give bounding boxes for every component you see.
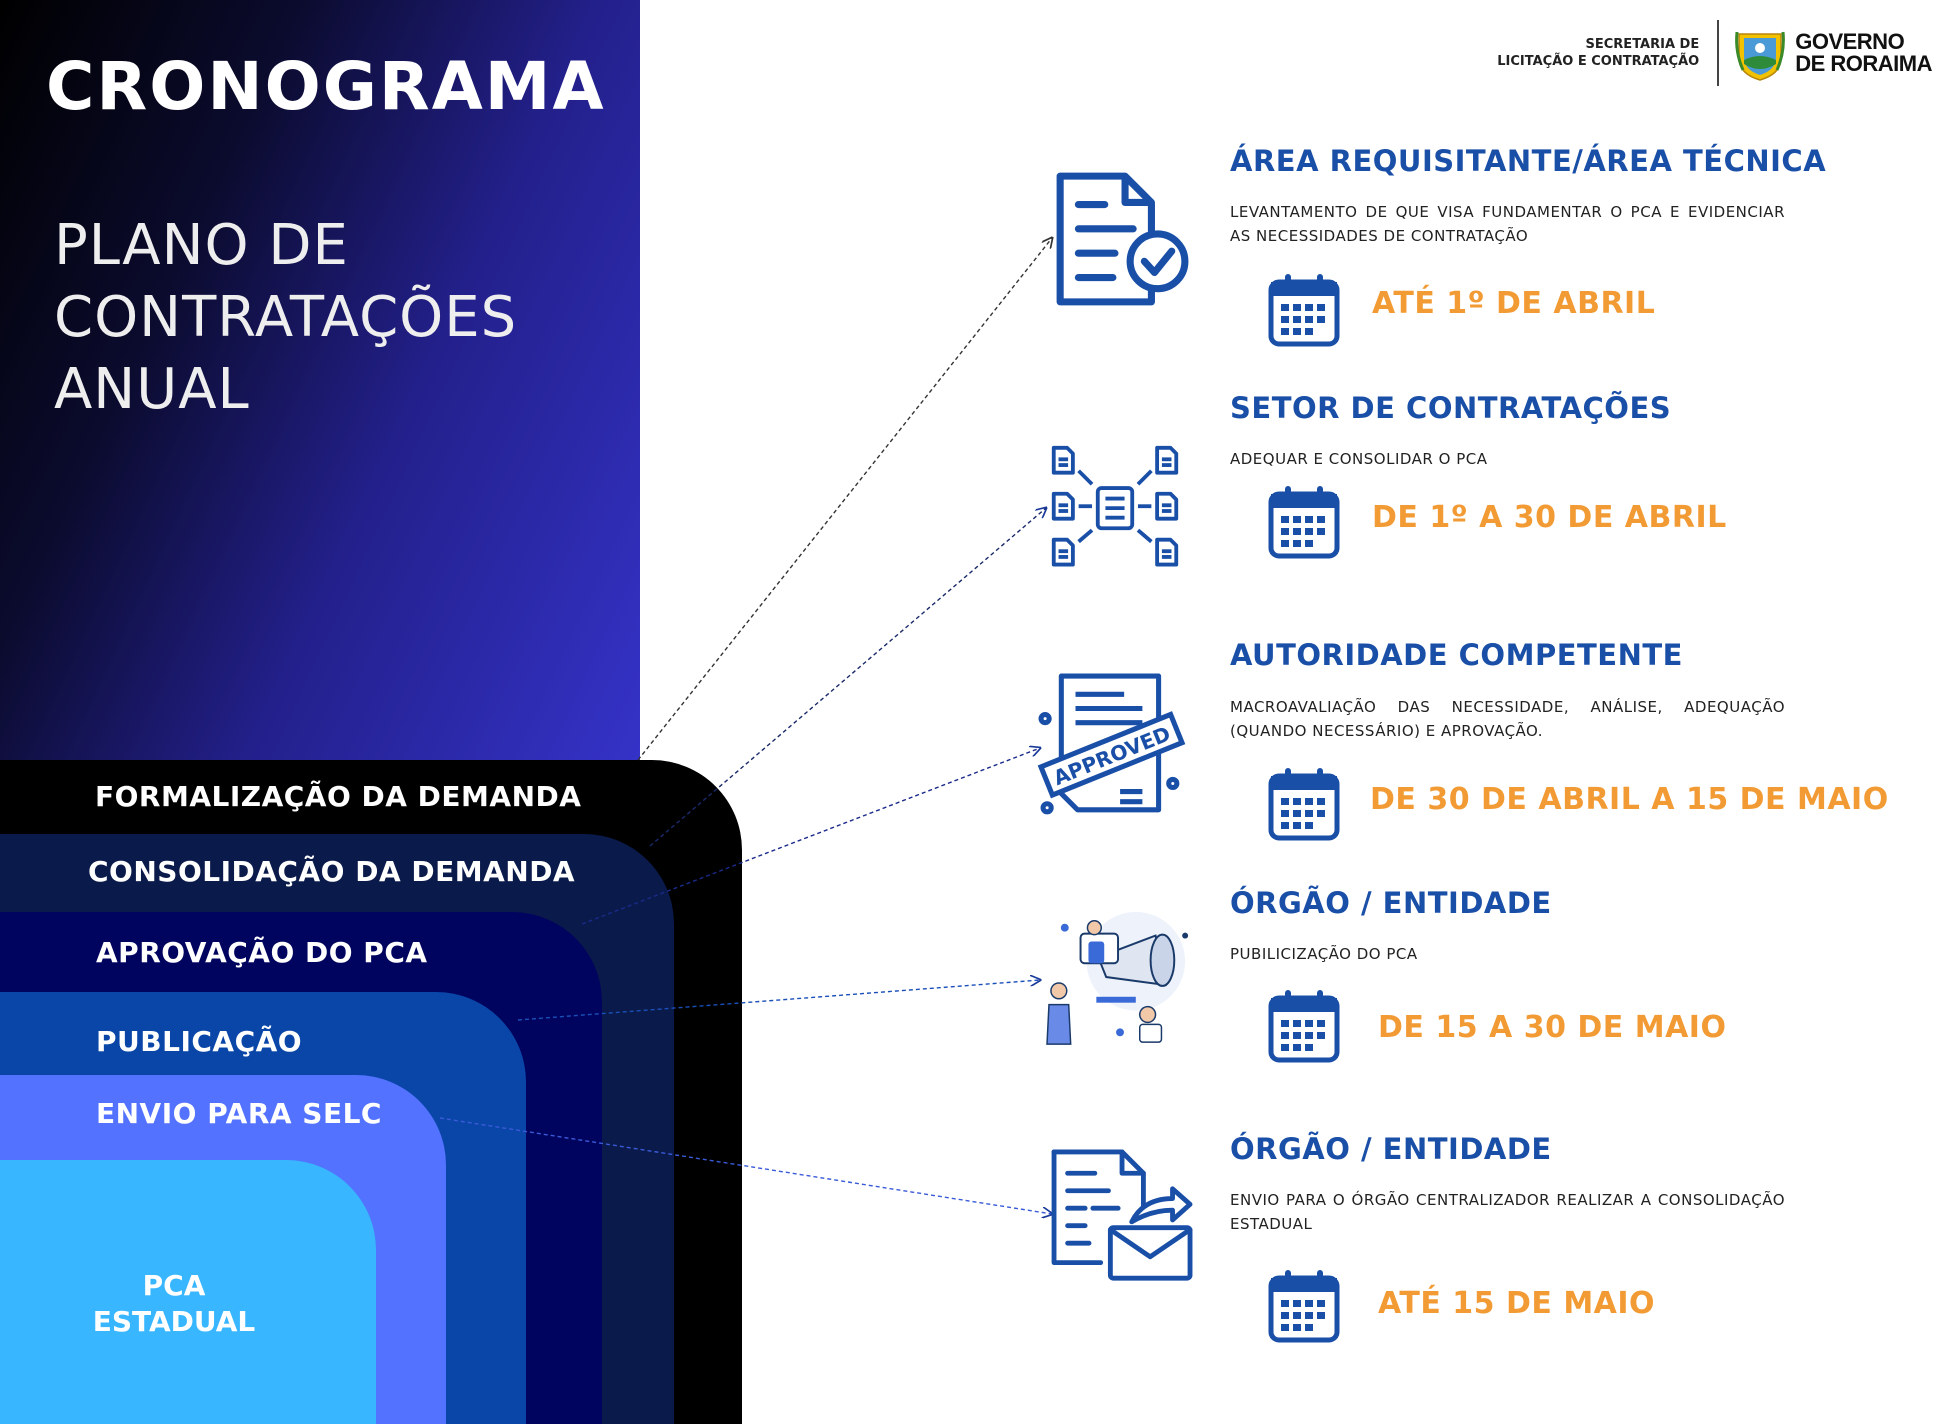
logo-divider [1717, 20, 1720, 86]
step-description: LEVANTAMENTO DE QUE VISA FUNDAMENTAR O P… [1230, 203, 1785, 245]
step-title: ÁREA REQUISITANTE/ÁREA TÉCNICA [1230, 144, 1827, 178]
governo-text: GOVERNO DE RORAIMA [1795, 31, 1932, 75]
calendar-icon [1268, 990, 1340, 1063]
stage-label: APROVAÇÃO DO PCA [96, 936, 428, 969]
crest-icon [1735, 31, 1786, 81]
step-date: DE 1º A 30 DE ABRIL [1372, 500, 1727, 535]
subtitle-line: CONTRATAÇÕES [54, 285, 518, 350]
secretaria-line: LICITAÇÃO E CONTRATAÇÃO [1497, 54, 1700, 69]
step-title: ÓRGÃO / ENTIDADE [1230, 886, 1552, 920]
page-subtitle: PLANO DE CONTRATAÇÕES ANUAL [54, 210, 574, 426]
secretaria-line: SECRETARIA DE [1585, 37, 1700, 52]
step-title: SETOR DE CONTRATAÇÕES [1230, 391, 1672, 425]
stage-label: CONSOLIDAÇÃO DA DEMANDA [88, 855, 576, 888]
step-description: ENVIO PARA O ÓRGÃO CENTRALIZADOR REALIZA… [1230, 1191, 1785, 1233]
calendar-icon [1268, 486, 1340, 559]
subtitle-line: PLANO DE [54, 213, 349, 278]
stage-layer-pca-estadual [0, 1160, 376, 1424]
governo-line: DE RORAIMA [1795, 51, 1932, 76]
document-mail-icon [1051, 1149, 1193, 1281]
document-check-icon [1056, 172, 1189, 306]
step-title: AUTORIDADE COMPETENTE [1230, 638, 1683, 672]
step-date: ATÉ 1º DE ABRIL [1372, 286, 1656, 321]
step-date: DE 30 DE ABRIL A 15 DE MAIO [1370, 782, 1889, 817]
step-description: ADEQUAR E CONSOLIDAR O PCA [1230, 450, 1488, 468]
step-description: PUBILICIZAÇÃO DO PCA [1230, 945, 1418, 963]
step-description: MACROAVALIAÇÃO DAS NECESSIDADE, ANÁLISE,… [1230, 698, 1785, 740]
documents-consolidate-icon [1051, 445, 1179, 567]
step-date: DE 15 A 30 DE MAIO [1378, 1010, 1727, 1045]
government-logo: SECRETARIA DE LICITAÇÃO E CONTRATAÇÃO GO… [1497, 18, 1932, 88]
megaphone-people-icon [1046, 911, 1189, 1045]
stage-label: PUBLICAÇÃO [96, 1025, 303, 1058]
calendar-icon [1268, 274, 1340, 347]
step-title: ÓRGÃO / ENTIDADE [1230, 1132, 1552, 1166]
subtitle-line: ANUAL [54, 357, 250, 422]
connector-line [637, 238, 1052, 761]
calendar-icon [1268, 1270, 1340, 1343]
stage-label: FORMALIZAÇÃO DA DEMANDA [95, 780, 582, 813]
stage-label: ENVIO PARA SELC [96, 1097, 382, 1130]
calendar-icon [1268, 768, 1340, 841]
governo-line: GOVERNO [1795, 29, 1905, 54]
approved-stamp-icon: APPROVED [1037, 673, 1186, 815]
pca-estadual-label: PCA ESTADUAL [74, 1268, 274, 1340]
pca-line: PCA [142, 1269, 206, 1302]
page-title: CRONOGRAMA [46, 48, 606, 125]
header-panel [0, 0, 640, 780]
step-date: ATÉ 15 DE MAIO [1378, 1286, 1656, 1321]
pca-line: ESTADUAL [92, 1305, 256, 1338]
secretaria-text: SECRETARIA DE LICITAÇÃO E CONTRATAÇÃO [1497, 36, 1699, 70]
